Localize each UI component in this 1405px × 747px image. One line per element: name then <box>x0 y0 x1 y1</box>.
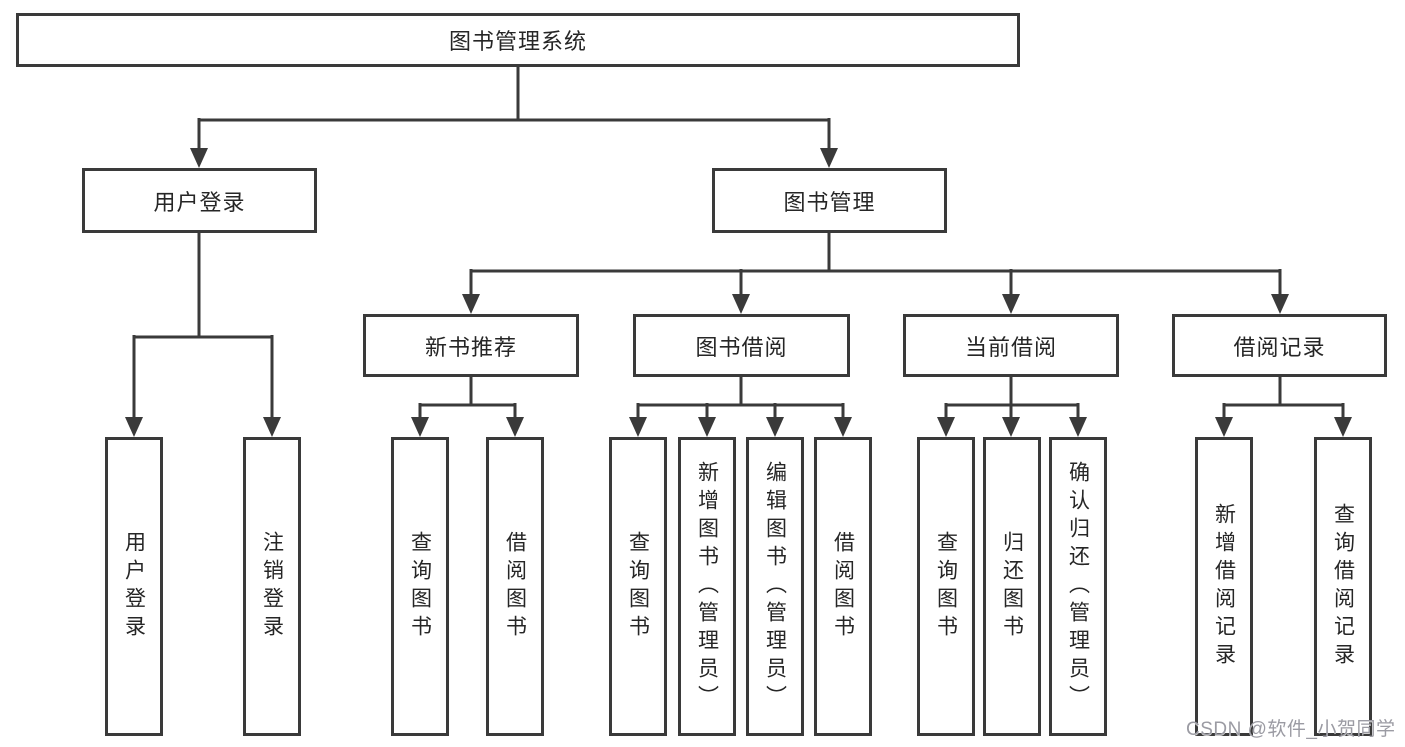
node-current-borrowing: 当前借阅 <box>903 314 1119 377</box>
leaf-return-books-label: 归还图书 <box>1000 530 1024 643</box>
connector-new-book-recommendation <box>411 377 524 437</box>
connector-user-login <box>125 233 281 437</box>
leaf-logout-label: 注销登录 <box>260 530 284 643</box>
leaf-query-books-current: 查询图书 <box>917 437 975 736</box>
node-library-management-system: 图书管理系统 <box>16 13 1020 67</box>
node-current-borrowing-label: 当前借阅 <box>964 334 1057 360</box>
node-user-login: 用户登录 <box>82 168 317 233</box>
leaf-borrow-books-recommend-label: 借阅图书 <box>503 530 527 643</box>
leaf-query-borrow-record-label: 查询借阅记录 <box>1331 502 1355 671</box>
leaf-borrow-books-borrowing: 借阅图书 <box>814 437 872 736</box>
node-borrowing-records: 借阅记录 <box>1172 314 1387 377</box>
leaf-return-books: 归还图书 <box>983 437 1041 736</box>
connector-book-borrowing <box>629 377 852 437</box>
leaf-logout: 注销登录 <box>243 437 301 736</box>
leaf-query-books-recommend: 查询图书 <box>391 437 449 736</box>
node-new-book-recommendation-label: 新书推荐 <box>424 334 517 360</box>
leaf-add-borrow-record: 新增借阅记录 <box>1195 437 1253 736</box>
leaf-query-books-current-label: 查询图书 <box>934 530 958 643</box>
leaf-edit-books-admin: 编辑图书（管理员） <box>746 437 804 736</box>
leaf-edit-books-admin-label: 编辑图书（管理员） <box>763 460 787 713</box>
connector-borrowing-records <box>1215 377 1352 437</box>
leaf-user-login-label: 用户登录 <box>122 530 146 643</box>
connector-book-management <box>462 232 1289 314</box>
node-book-borrowing-label: 图书借阅 <box>695 334 788 360</box>
leaf-query-books-borrowing: 查询图书 <box>609 437 667 736</box>
node-book-borrowing: 图书借阅 <box>633 314 850 377</box>
node-new-book-recommendation: 新书推荐 <box>363 314 579 377</box>
node-user-login-label: 用户登录 <box>153 189 246 215</box>
leaf-add-books-admin-label: 新增图书（管理员） <box>695 460 719 713</box>
leaf-borrow-books-recommend: 借阅图书 <box>486 437 544 736</box>
leaf-query-books-borrowing-label: 查询图书 <box>626 530 650 643</box>
leaf-query-borrow-record: 查询借阅记录 <box>1314 437 1372 736</box>
leaf-add-books-admin: 新增图书（管理员） <box>678 437 736 736</box>
connector-current-borrowing <box>937 377 1087 437</box>
leaf-user-login: 用户登录 <box>105 437 163 736</box>
leaf-confirm-return-admin: 确认归还（管理员） <box>1049 437 1107 736</box>
node-borrowing-records-label: 借阅记录 <box>1233 334 1326 360</box>
leaf-borrow-books-borrowing-label: 借阅图书 <box>831 530 855 643</box>
leaf-confirm-return-admin-label: 确认归还（管理员） <box>1066 460 1090 713</box>
leaf-query-books-recommend-label: 查询图书 <box>408 530 432 643</box>
node-library-management-system-label: 图书管理系统 <box>448 29 587 54</box>
leaf-add-borrow-record-label: 新增借阅记录 <box>1212 502 1236 671</box>
watermark: CSDN @软件_小贺同学 <box>1186 719 1396 740</box>
node-book-management: 图书管理 <box>712 168 947 233</box>
connector-root <box>190 67 838 168</box>
node-book-management-label: 图书管理 <box>783 189 876 215</box>
